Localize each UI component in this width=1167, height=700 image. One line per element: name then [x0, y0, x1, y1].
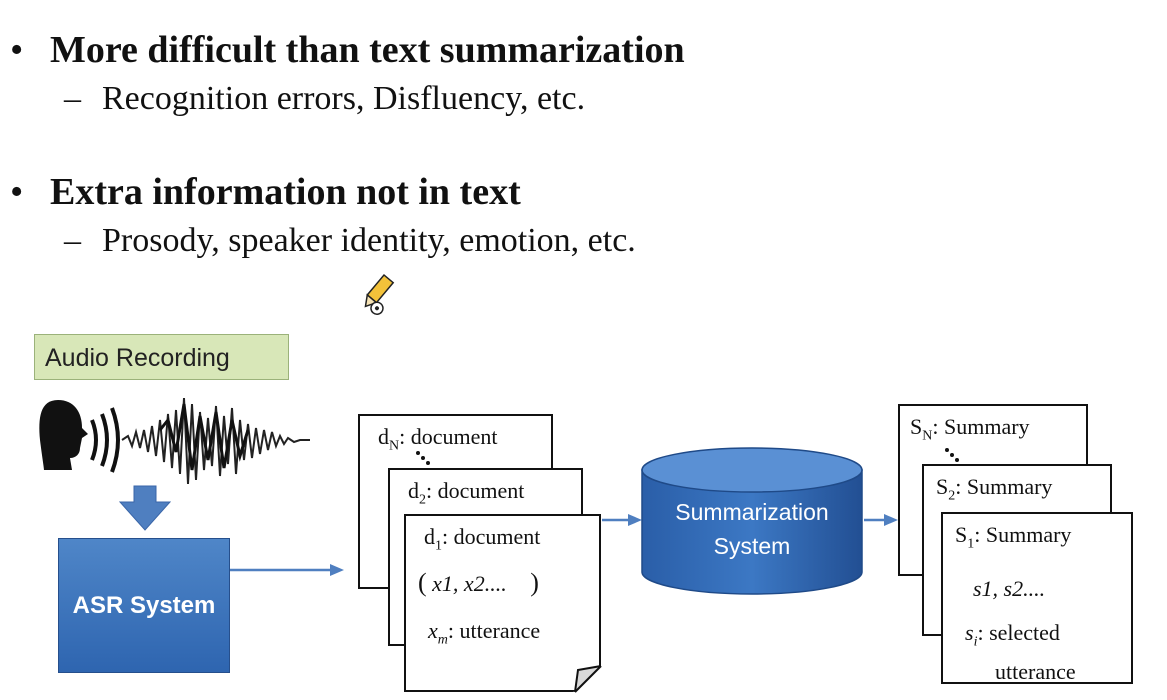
- bullet-dot: •: [10, 171, 24, 213]
- sum-sub: N: [922, 428, 933, 444]
- bullet-2: • Extra information not in text: [10, 170, 521, 214]
- summarization-line2: System: [713, 533, 791, 559]
- bullet-1: • More difficult than text summarization: [10, 28, 685, 72]
- doc-label: : document: [442, 524, 541, 549]
- arrow-documents-to-summarization: [602, 514, 642, 526]
- xm-var: x: [428, 618, 438, 643]
- x-seq: x1, x2....: [432, 571, 507, 596]
- bullet-1-heading: More difficult than text summarization: [50, 29, 685, 71]
- dash: –: [64, 222, 81, 259]
- summary-sequence: s1, s2....: [973, 576, 1046, 601]
- sum-label: : Summary: [955, 474, 1053, 499]
- sum-var: S: [910, 414, 923, 439]
- doc-label: : document: [426, 478, 525, 503]
- doc-label: : document: [399, 424, 498, 449]
- si-text: : selected: [977, 620, 1060, 645]
- si-text2: utterance: [995, 659, 1076, 685]
- dash: –: [64, 80, 81, 117]
- summarization-system-label: Summarization System: [640, 495, 864, 563]
- xm-sub: m: [437, 632, 448, 648]
- doc-sub: N: [389, 438, 400, 454]
- si-sub: i: [973, 634, 978, 650]
- sum-sub: 2: [948, 488, 956, 504]
- sum-label: : Summary: [932, 414, 1030, 439]
- bullet-1-sub-text: Recognition errors, Disfluency, etc.: [102, 80, 586, 117]
- sum-var: S: [955, 522, 968, 547]
- doc-var: d: [378, 424, 389, 449]
- asr-system-label: ASR System: [72, 591, 216, 619]
- bullet-dot: •: [10, 29, 24, 71]
- bullet-2-sub: –Prosody, speaker identity, emotion, etc…: [64, 222, 636, 260]
- summary-page-S1: S1: Summary s1, s2.... si: selected utte…: [941, 512, 1133, 684]
- doc-sub: 1: [435, 538, 442, 554]
- document-page-d1: d1: document ( x1, x2.... ) xm: utteranc…: [404, 514, 601, 692]
- asr-system-box: ASR System: [58, 538, 230, 673]
- sum-label: : Summary: [974, 522, 1072, 547]
- arrow-summarization-to-summaries: [864, 514, 898, 526]
- sum-sub: 1: [967, 536, 975, 552]
- selected-utterance-label: si: selected utterance: [965, 618, 1076, 687]
- si-var: s: [965, 620, 974, 645]
- summarization-line1: Summarization: [675, 499, 829, 525]
- doc-var: d: [424, 524, 435, 549]
- bullet-2-heading: Extra information not in text: [50, 171, 521, 213]
- arrow-asr-to-documents: [230, 564, 344, 576]
- utterance-label: xm: utterance: [428, 618, 540, 648]
- doc-var: d: [408, 478, 419, 503]
- bullet-1-sub: –Recognition errors, Disfluency, etc.: [64, 80, 585, 118]
- utterance-sequence: ( x1, x2.... ): [418, 568, 539, 597]
- audio-recording-label: Audio Recording: [34, 334, 289, 380]
- xm-text: : utterance: [447, 618, 541, 643]
- sum-var: S: [936, 474, 949, 499]
- doc-sub: 2: [419, 492, 426, 508]
- bullet-2-sub-text: Prosody, speaker identity, emotion, etc.: [102, 222, 636, 259]
